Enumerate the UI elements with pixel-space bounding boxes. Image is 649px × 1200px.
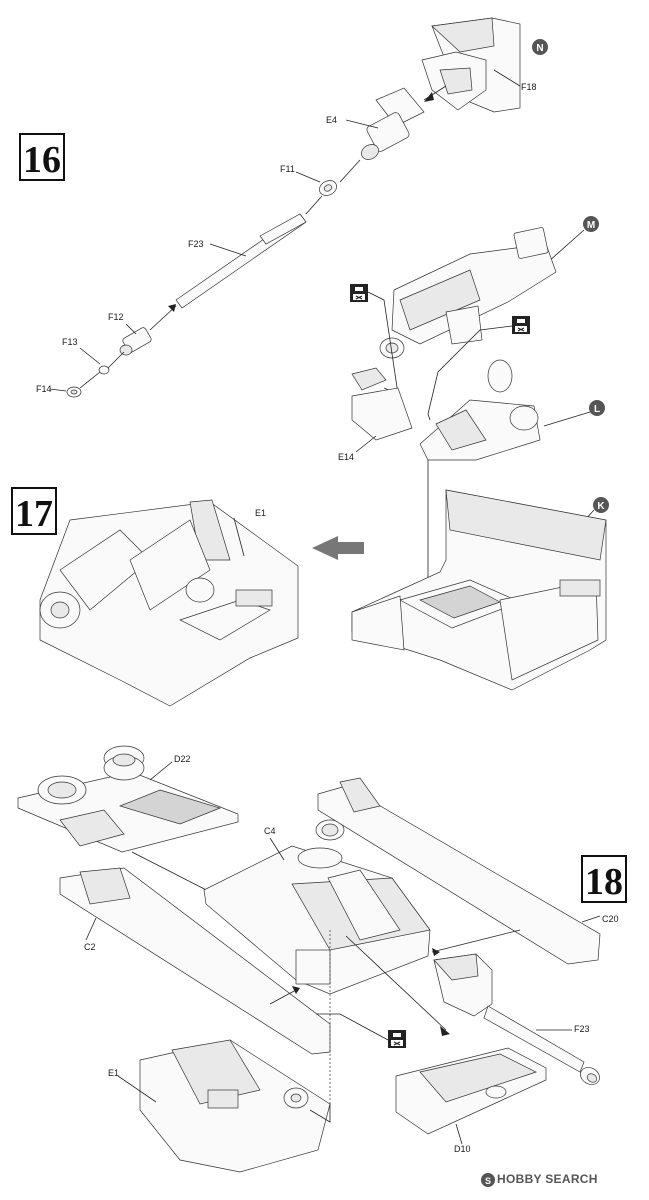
glue-icon	[512, 316, 530, 334]
gun-breech-assembly	[379, 227, 557, 359]
part-f12-drawing	[119, 327, 152, 356]
hull-interior-k	[351, 489, 607, 691]
part-c20-drawing	[317, 777, 601, 965]
part-e1b-drawing	[139, 1039, 331, 1173]
direction-arrow	[312, 536, 364, 560]
marker-n: N	[532, 39, 548, 55]
glue-icon	[388, 1030, 406, 1048]
label-e1b: E1	[108, 1068, 119, 1078]
part-f23-drawing	[175, 213, 307, 309]
elevation-mechanism	[419, 359, 541, 461]
label-c4: C4	[264, 826, 276, 836]
part-e4-drawing	[361, 87, 425, 160]
label-e14: E14	[338, 452, 354, 462]
step-17-box: 17	[11, 487, 57, 535]
part-f23b-drawing	[483, 1005, 600, 1085]
label-f12: F12	[108, 312, 124, 322]
step-17-number: 17	[15, 493, 53, 535]
label-c20: C20	[602, 914, 619, 924]
hobby-search-logo: S	[481, 1173, 495, 1187]
label-f18: F18	[521, 82, 537, 92]
part-d22-drawing	[17, 745, 239, 853]
mantlet-drawing	[433, 953, 493, 1017]
label-c2: C2	[84, 942, 96, 952]
hull-assembled-17	[39, 499, 299, 707]
part-f18-drawing	[421, 17, 521, 113]
part-f11-drawing	[319, 180, 337, 196]
svg-text:N: N	[536, 43, 543, 54]
marker-k: K	[593, 497, 609, 513]
svg-text:L: L	[594, 404, 600, 415]
label-e1: E1	[255, 508, 266, 518]
label-d10: D10	[454, 1144, 471, 1154]
svg-text:K: K	[597, 501, 605, 512]
part-e14-drawing	[351, 367, 413, 441]
step-16-box: 16	[19, 133, 65, 181]
part-c4-drawing	[203, 819, 431, 995]
step-18-number: 18	[585, 861, 623, 903]
step-18-box: 18	[581, 855, 627, 903]
label-e4: E4	[326, 115, 337, 125]
label-d22: D22	[174, 754, 191, 764]
marker-m: M	[583, 216, 599, 232]
glue-icon	[350, 284, 368, 302]
part-f13-drawing	[98, 365, 110, 375]
watermark-text: HOBBY SEARCH	[497, 1172, 598, 1186]
step-16-number: 16	[23, 139, 61, 181]
label-f23b: F23	[574, 1024, 590, 1034]
label-f11: F11	[280, 164, 295, 174]
label-f14: F14	[36, 384, 52, 394]
marker-l: L	[589, 400, 605, 416]
label-f13: F13	[62, 337, 78, 347]
svg-text:S: S	[485, 1176, 491, 1186]
label-f23: F23	[188, 239, 204, 249]
part-d10-drawing	[395, 1047, 547, 1135]
svg-text:M: M	[587, 220, 595, 231]
part-f14-drawing	[66, 386, 82, 398]
